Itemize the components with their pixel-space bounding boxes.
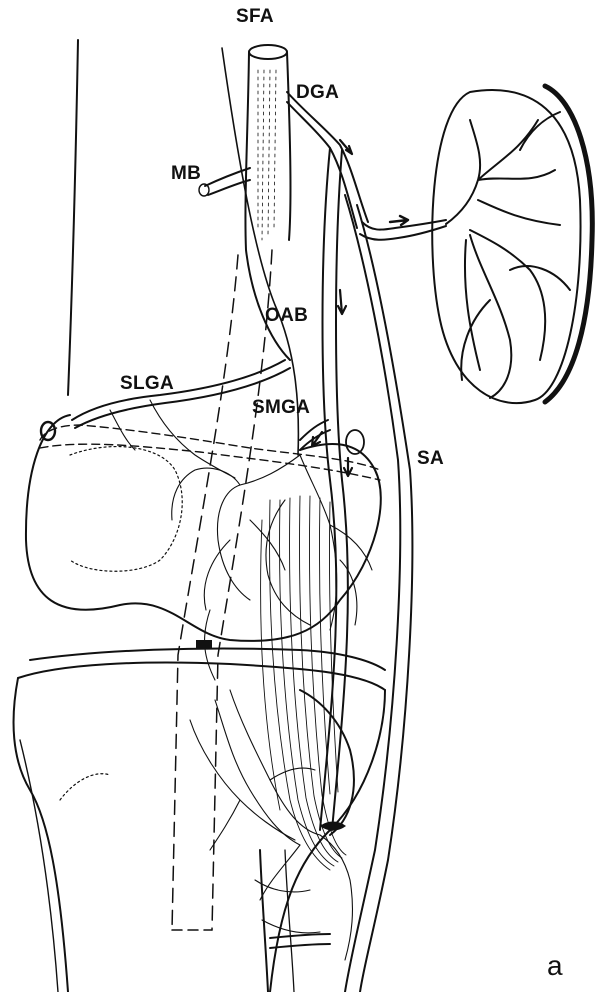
vessel-loop [346, 430, 364, 454]
label-dga: DGA [296, 82, 339, 104]
flap-arrow [390, 216, 408, 225]
sfa-shading [258, 70, 276, 240]
muscular-branch [205, 168, 250, 195]
panel-label: a [547, 950, 563, 982]
fibula-edge [20, 740, 58, 992]
label-slga: SLGA [120, 373, 174, 395]
tibia-plateau [18, 663, 385, 690]
thigh-medial-outline [222, 48, 298, 455]
lower-leg-edge [260, 850, 268, 992]
femur-dashed-medial [212, 250, 272, 930]
medial-skin-outline [345, 195, 400, 992]
label-sfa: SFA [236, 6, 274, 28]
label-mb: MB [171, 163, 201, 185]
femur-dashed-lateral [172, 255, 238, 930]
tibia-lateral [14, 678, 68, 992]
thigh-lateral-outline [68, 40, 78, 395]
label-oab: OAB [265, 305, 308, 327]
label-sa: SA [417, 448, 444, 470]
skin-flap [432, 86, 592, 403]
sa-arrow [338, 290, 346, 314]
sfa-vessel-top [249, 45, 287, 59]
sfa-vessel-wall-2 [287, 52, 290, 240]
patella-dotted [70, 447, 182, 572]
dga-vessel [287, 92, 368, 222]
medial-skin-outline-2 [357, 205, 412, 992]
muscular-branch-end [199, 184, 209, 196]
vessel-clip [196, 640, 212, 648]
label-smga: SMGA [252, 397, 310, 419]
dga-vessel-2 [287, 102, 357, 228]
lower-leg-edge-2 [285, 850, 294, 992]
tibia-dotted [60, 774, 110, 800]
